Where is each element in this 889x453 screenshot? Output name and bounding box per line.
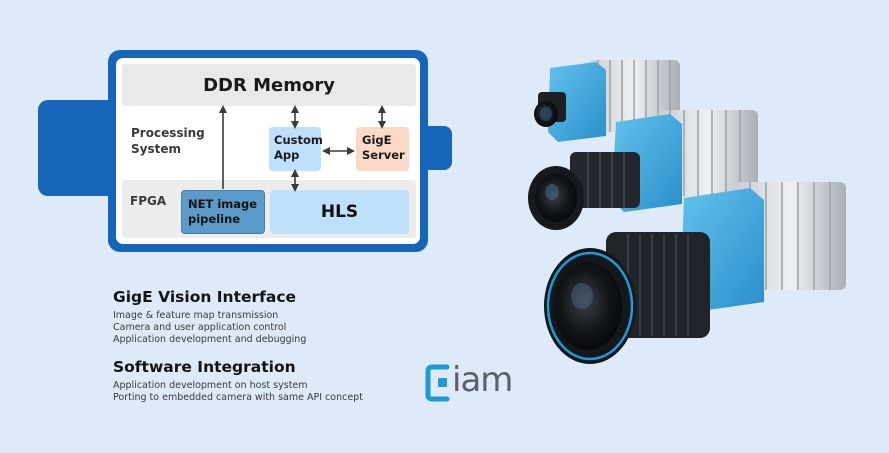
gige-server-line-2: Server	[362, 148, 405, 162]
processing-system-line-2: System	[131, 142, 181, 156]
diagram-left-tab	[38, 100, 120, 196]
net-image-pipeline-box: NET image pipeline	[181, 190, 265, 234]
custom-app-line-2: App	[274, 148, 300, 162]
fpga-label: FPGA	[130, 194, 167, 208]
camera-icon	[528, 60, 846, 364]
ciam-logo-icon	[425, 364, 450, 402]
software-integration-heading: Software Integration	[113, 358, 296, 376]
ciam-logo-text: iam	[452, 360, 513, 400]
camera-large	[544, 182, 846, 364]
hls-box: HLS	[270, 190, 409, 234]
gige-server-line-1: GigE	[362, 133, 392, 147]
gige-item-2: Camera and user application control	[113, 322, 287, 333]
gige-vision-heading: GigE Vision Interface	[113, 288, 297, 306]
gige-item-3: Application development and debugging	[113, 334, 307, 345]
gige-server-box: GigE Server	[356, 127, 409, 171]
camera-small	[534, 60, 680, 142]
camera-medium	[528, 110, 758, 230]
processing-system-line-1: Processing	[131, 126, 205, 140]
ddr-memory-box: DDR Memory	[122, 64, 416, 106]
software-item-1: Application development on host system	[113, 380, 308, 391]
net-pipeline-line-1: NET image	[188, 197, 258, 211]
ddr-memory-label: DDR Memory	[203, 74, 335, 96]
gige-item-1: Image & feature map transmission	[113, 310, 279, 321]
custom-app-line-1: Custom	[274, 133, 323, 147]
software-item-2: Porting to embedded camera with same API…	[113, 392, 363, 403]
custom-app-box: Custom App	[269, 127, 323, 171]
net-pipeline-line-2: pipeline	[188, 212, 241, 226]
diagram-right-tab	[424, 126, 452, 170]
hls-label: HLS	[320, 202, 359, 222]
processing-system-label: Processing System	[131, 125, 205, 157]
